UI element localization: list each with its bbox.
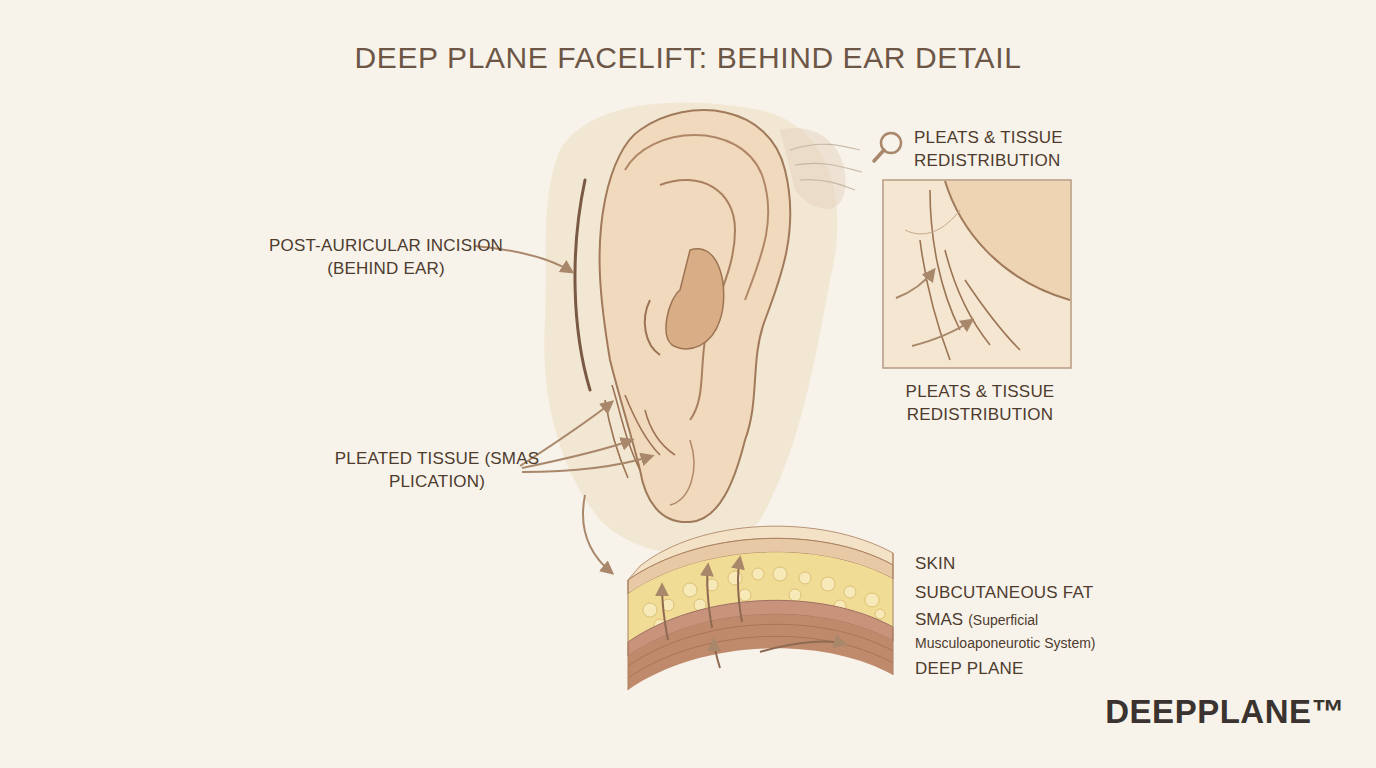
watermark-logo: DEEPPLANE™	[1100, 690, 1345, 735]
inset-label: PLEATS & TISSUE REDISTRIBUTION	[914, 127, 1094, 173]
callout-label: POST-AURICULAR INCISION (BEHIND EAR)	[266, 235, 506, 281]
inset-label: PLEATS & TISSUE REDISTRIBUTION	[880, 381, 1080, 427]
layer-label: DEEP PLANE	[915, 658, 1115, 681]
layer-label: SKIN	[915, 553, 1115, 576]
callout-label: PLEATED TISSUE (SMAS PLICATION)	[332, 448, 542, 494]
diagram-title: DEEP PLANE FACELIFT: BEHIND EAR DETAIL	[0, 38, 1376, 79]
layer-label: SUBCUTANEOUS FAT	[915, 582, 1155, 605]
layer-label: SMAS	[915, 610, 963, 629]
layer-label-group: SMAS(Superficial Musculoaponeurotic Syst…	[915, 608, 1137, 654]
